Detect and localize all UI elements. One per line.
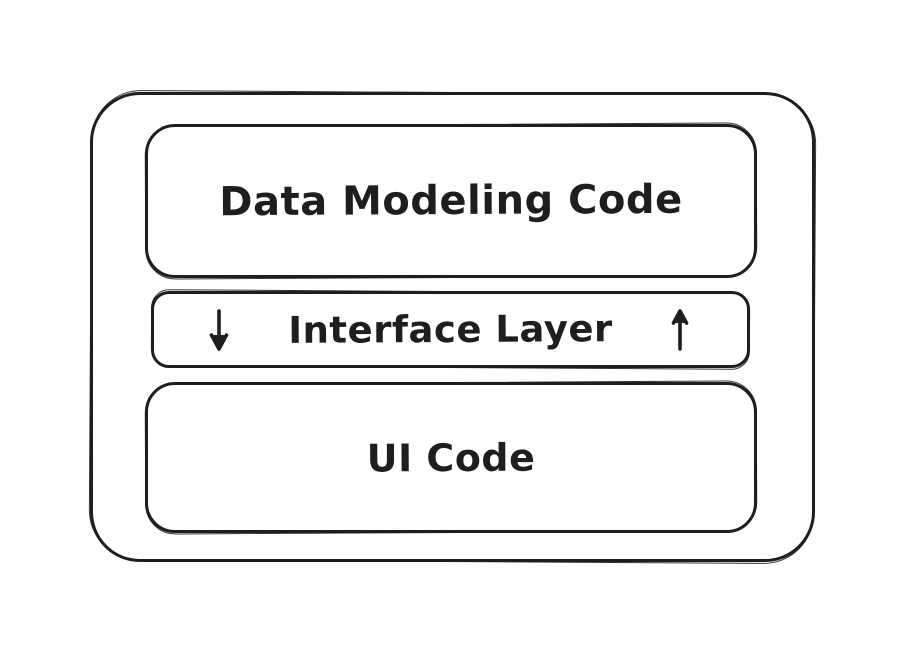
interface-layer-label: Interface Layer — [288, 307, 613, 352]
ui-code-label: UI Code — [366, 435, 536, 480]
down-arrow-icon — [206, 306, 232, 354]
data-modeling-box: Data Modeling Code — [145, 124, 757, 278]
outer-container-box — [90, 92, 815, 562]
ui-code-box: UI Code — [145, 382, 757, 533]
interface-layer-box: Interface Layer — [151, 291, 750, 368]
up-arrow-icon — [667, 306, 693, 354]
data-modeling-label: Data Modeling Code — [219, 176, 683, 226]
